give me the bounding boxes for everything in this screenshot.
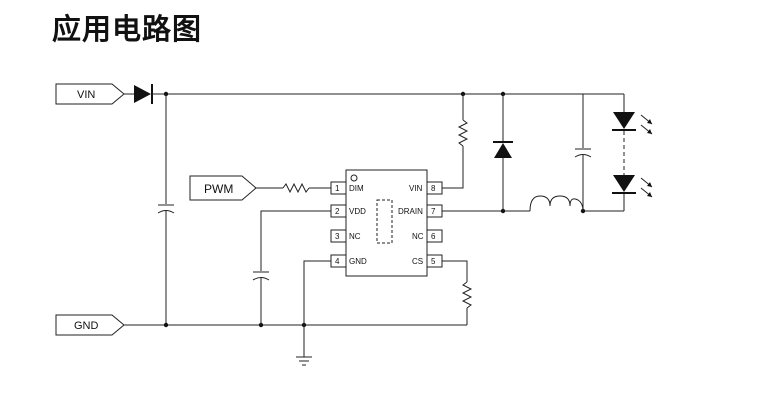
svg-text:1: 1	[335, 184, 340, 193]
ground-symbol	[296, 356, 312, 366]
svg-text:CS: CS	[412, 257, 423, 266]
svg-text:NC: NC	[349, 232, 361, 241]
ic-pin-7: 7 DRAIN	[398, 204, 443, 218]
svg-text:DRAIN: DRAIN	[398, 207, 423, 216]
svg-text:VDD: VDD	[349, 207, 366, 216]
svg-text:7: 7	[431, 207, 436, 216]
svg-text:8: 8	[431, 184, 436, 193]
output-capacitor	[574, 148, 592, 158]
svg-text:5: 5	[431, 257, 436, 266]
driver-ic: 1 DIM 2 VDD 3 NC 4 GND 8 VIN 7 DRAIN	[330, 169, 443, 277]
svg-text:VIN: VIN	[409, 184, 423, 193]
inductor	[529, 195, 584, 212]
vin-label: VIN	[77, 89, 95, 101]
ic-pin-5: 5 CS	[412, 254, 443, 268]
sense-resistor	[461, 281, 473, 309]
ic-pin-8: 8 VIN	[409, 181, 443, 195]
vdd-capacitor	[252, 271, 270, 281]
led-bottom	[612, 175, 653, 198]
led-top	[612, 112, 653, 135]
gnd-label: GND	[74, 320, 99, 332]
svg-text:NC: NC	[412, 232, 424, 241]
junction-dot	[163, 322, 169, 328]
ic-pin-6: 6 NC	[412, 229, 443, 243]
svg-text:2: 2	[335, 207, 340, 216]
svg-text:DIM: DIM	[349, 184, 364, 193]
input-capacitor	[157, 204, 175, 214]
svg-text:3: 3	[335, 232, 340, 241]
ic-pin-2: 2 VDD	[330, 204, 366, 218]
pwm-input-tag: PWM	[189, 175, 257, 201]
gnd-input-tag: GND	[55, 314, 125, 336]
page-title: 应用电路图	[52, 12, 203, 46]
svg-text:6: 6	[431, 232, 436, 241]
ic-pin-3: 3 NC	[330, 229, 361, 243]
freewheel-diode	[493, 141, 513, 158]
vin-resistor	[457, 119, 469, 147]
svg-text:4: 4	[335, 257, 340, 266]
dim-resistor	[282, 182, 310, 194]
pwm-label: PWM	[204, 182, 233, 196]
ic-pin-4: 4 GND	[330, 254, 367, 268]
svg-text:GND: GND	[349, 257, 367, 266]
input-diode	[134, 84, 153, 104]
vin-input-tag: VIN	[55, 83, 125, 105]
ic-pin-1: 1 DIM	[330, 181, 364, 195]
